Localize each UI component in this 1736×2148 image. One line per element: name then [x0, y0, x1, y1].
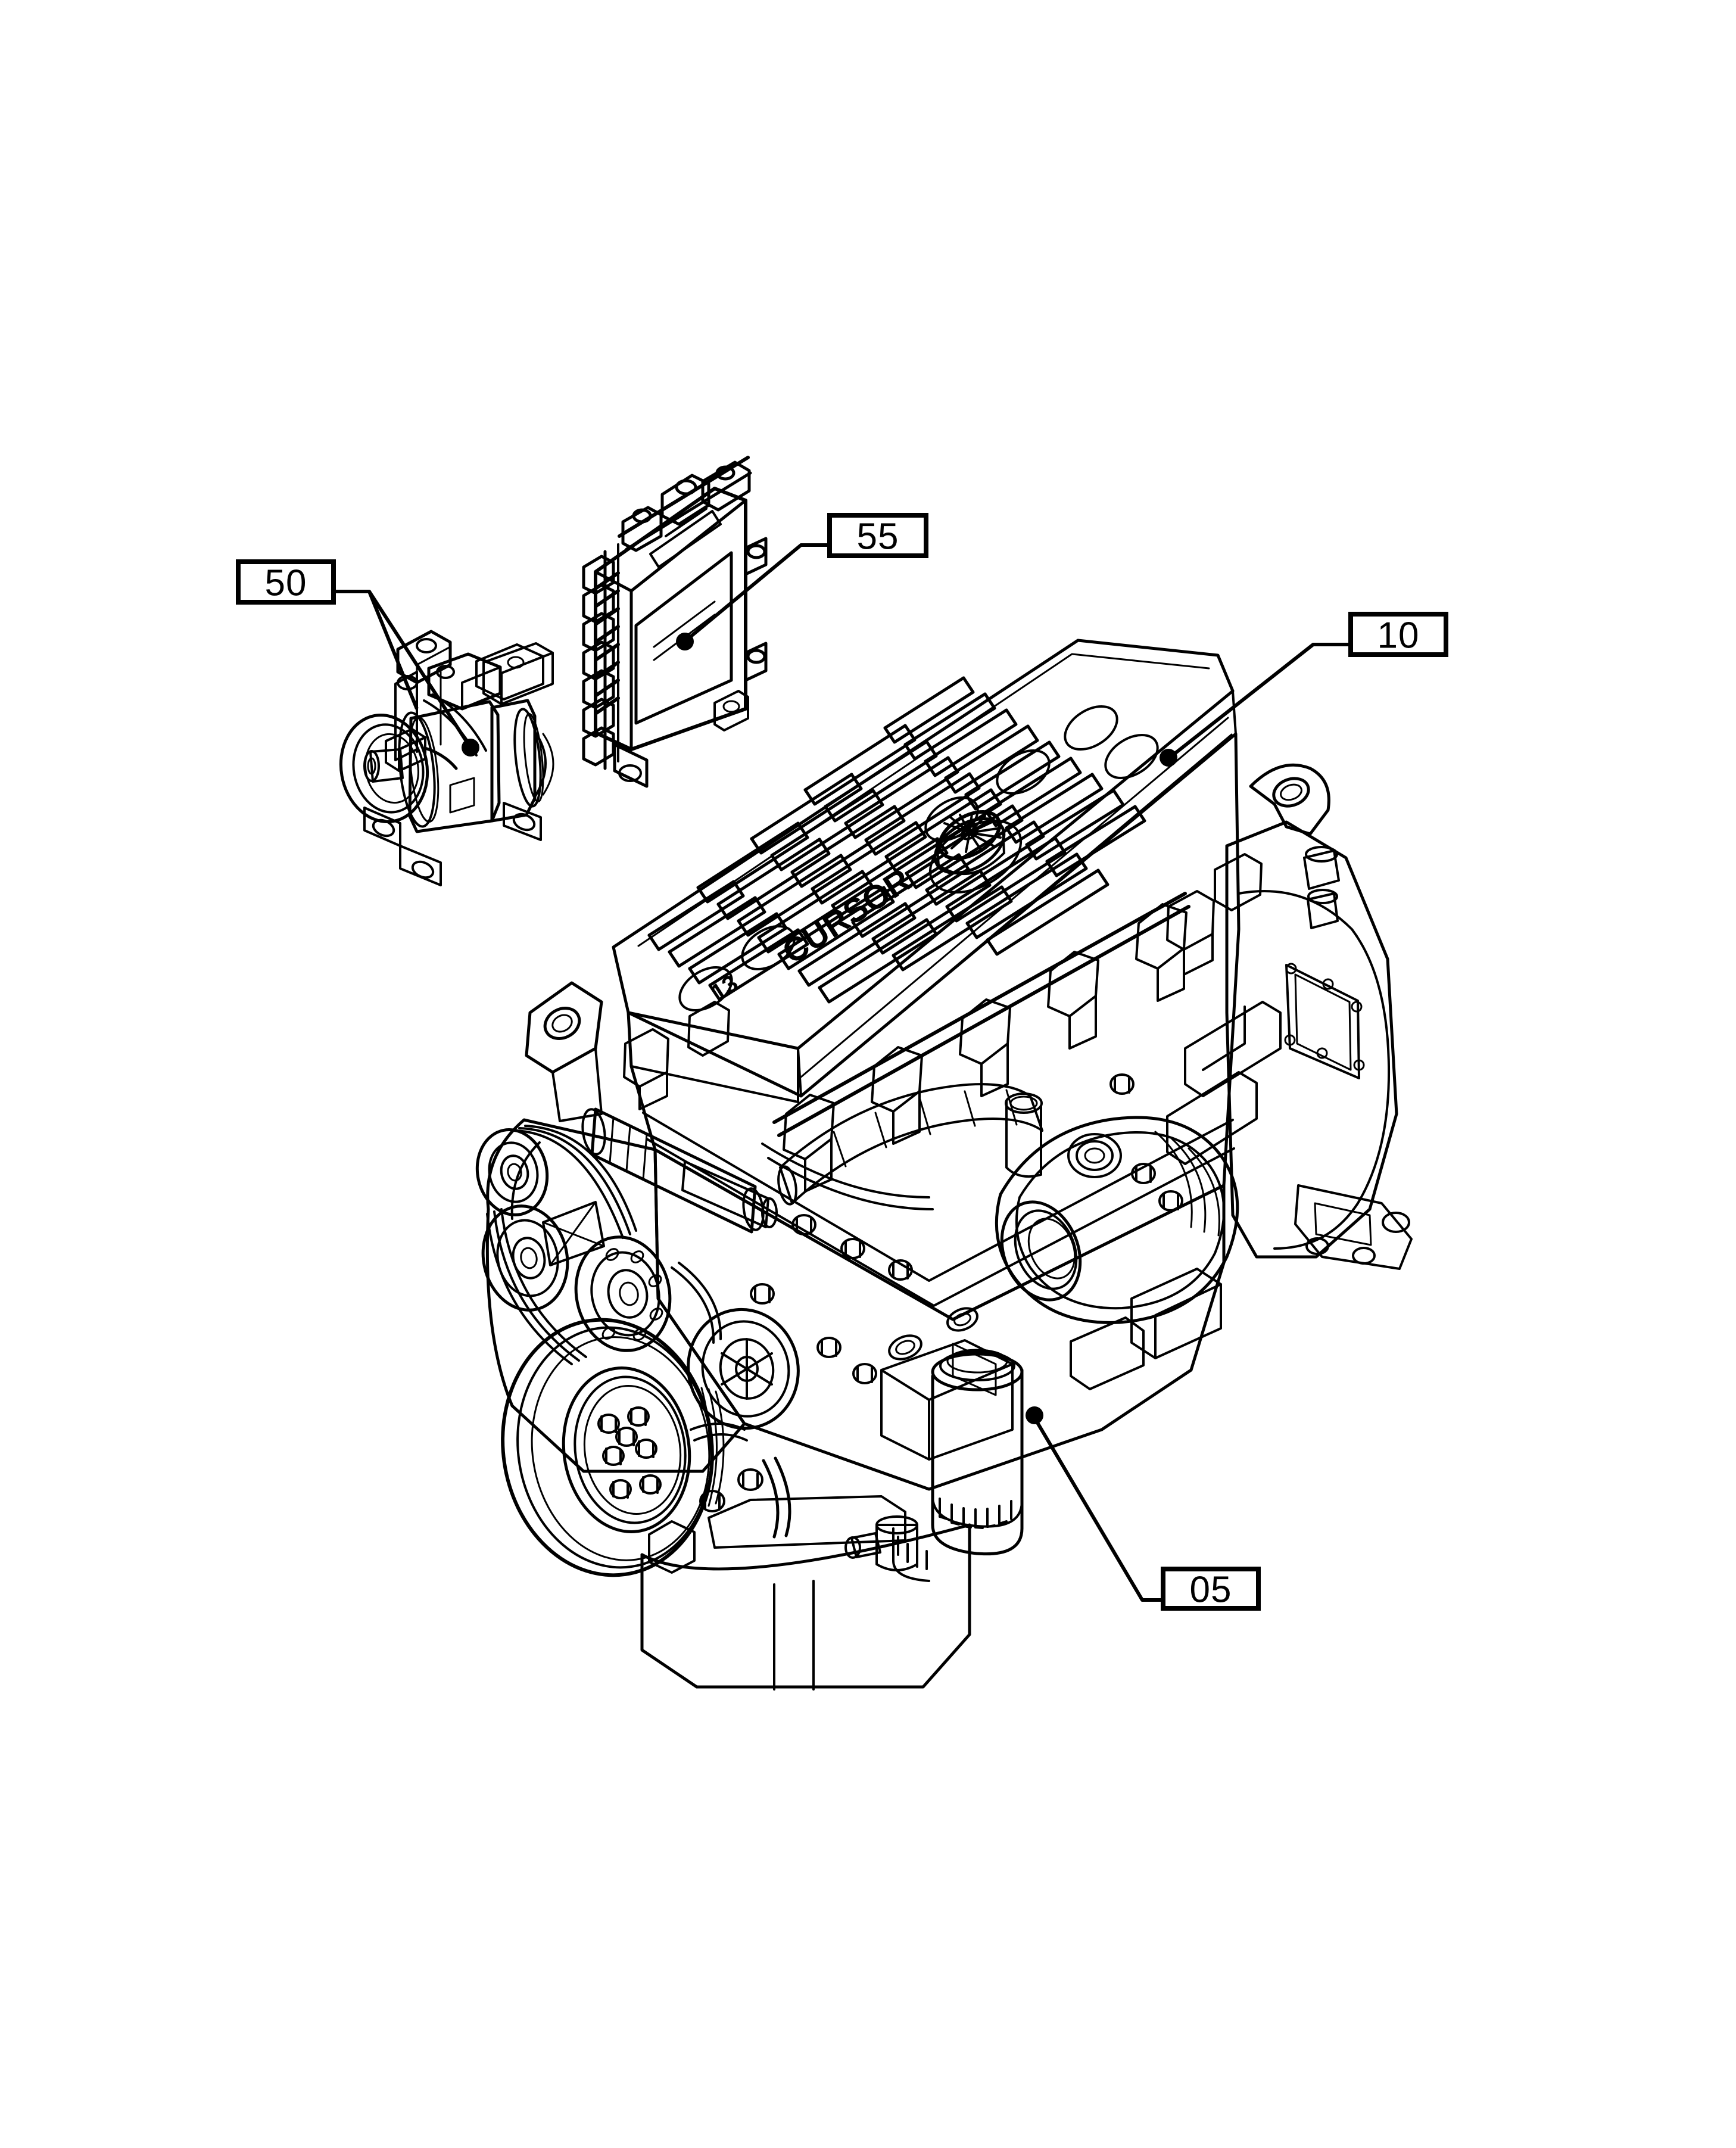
idler-spokes	[721, 1338, 773, 1400]
callout-55-label: 55	[857, 516, 899, 558]
cover-boss-2	[741, 925, 796, 970]
intake-duct	[777, 1083, 1043, 1206]
cover-boss-1	[678, 966, 733, 1011]
callout-10-leader	[1169, 643, 1351, 759]
ecu-connector-comb	[582, 555, 615, 767]
callout-55-box[interactable]	[827, 513, 928, 558]
valve-cover-rib-2	[800, 717, 1229, 1078]
oil-filler-cap	[928, 810, 1023, 894]
cover-boss-5	[1064, 705, 1118, 751]
callout-50-leader-tail	[367, 590, 472, 749]
callout-10-box[interactable]	[1348, 612, 1448, 657]
callout-05[interactable]: 05	[1026, 1406, 1261, 1611]
dipstick-tube	[762, 1459, 780, 1539]
engine-block-assembly: CURSOR 13	[475, 639, 1413, 1691]
callout-55-dot	[676, 633, 694, 650]
flywheel-housing	[1225, 763, 1413, 1270]
oil-pan	[640, 1468, 971, 1691]
callout-05-leader	[1034, 1419, 1163, 1602]
callout-55[interactable]: 55	[676, 513, 928, 650]
head-parting-line-2	[646, 1138, 1235, 1307]
callout-10-dot	[1160, 749, 1177, 767]
exhaust-manifold	[1166, 1001, 1282, 1165]
cover-boss-4	[996, 749, 1051, 795]
lifting-eye-front	[525, 981, 603, 1122]
callout-10[interactable]: 10	[1160, 612, 1448, 767]
damper-bolts	[597, 1406, 662, 1499]
ecu-module	[582, 456, 768, 788]
ecu-right-tabs	[744, 537, 768, 682]
fuel-rail-upper	[772, 892, 1187, 1124]
oil-filter-head	[880, 1307, 1014, 1461]
lifting-eye-rear	[1249, 763, 1330, 836]
callout-50-box[interactable]	[236, 559, 336, 605]
callout-50-dot	[462, 739, 479, 757]
callout-05-label: 05	[1190, 1570, 1232, 1611]
cover-boss-6	[1104, 734, 1159, 779]
callout-05-box[interactable]	[1161, 1567, 1261, 1611]
callout-05-dot	[1026, 1406, 1043, 1424]
callout-55-leader	[685, 543, 830, 642]
wiring-harness	[623, 853, 1263, 1210]
callout-50-label: 50	[265, 563, 307, 604]
callout-10-label: 10	[1377, 615, 1420, 656]
compressor-connector	[385, 728, 458, 772]
turbocharger	[995, 1092, 1239, 1324]
starter-motor	[581, 1107, 778, 1234]
block-fasteners	[750, 1073, 1183, 1384]
block-side-pads	[1070, 1268, 1222, 1390]
belt-drive-pulleys	[475, 1125, 800, 1442]
pulley-bolt-ring	[601, 1248, 663, 1341]
callout-50[interactable]: 50	[236, 559, 479, 757]
fuel-rail-lower	[777, 905, 1190, 1137]
